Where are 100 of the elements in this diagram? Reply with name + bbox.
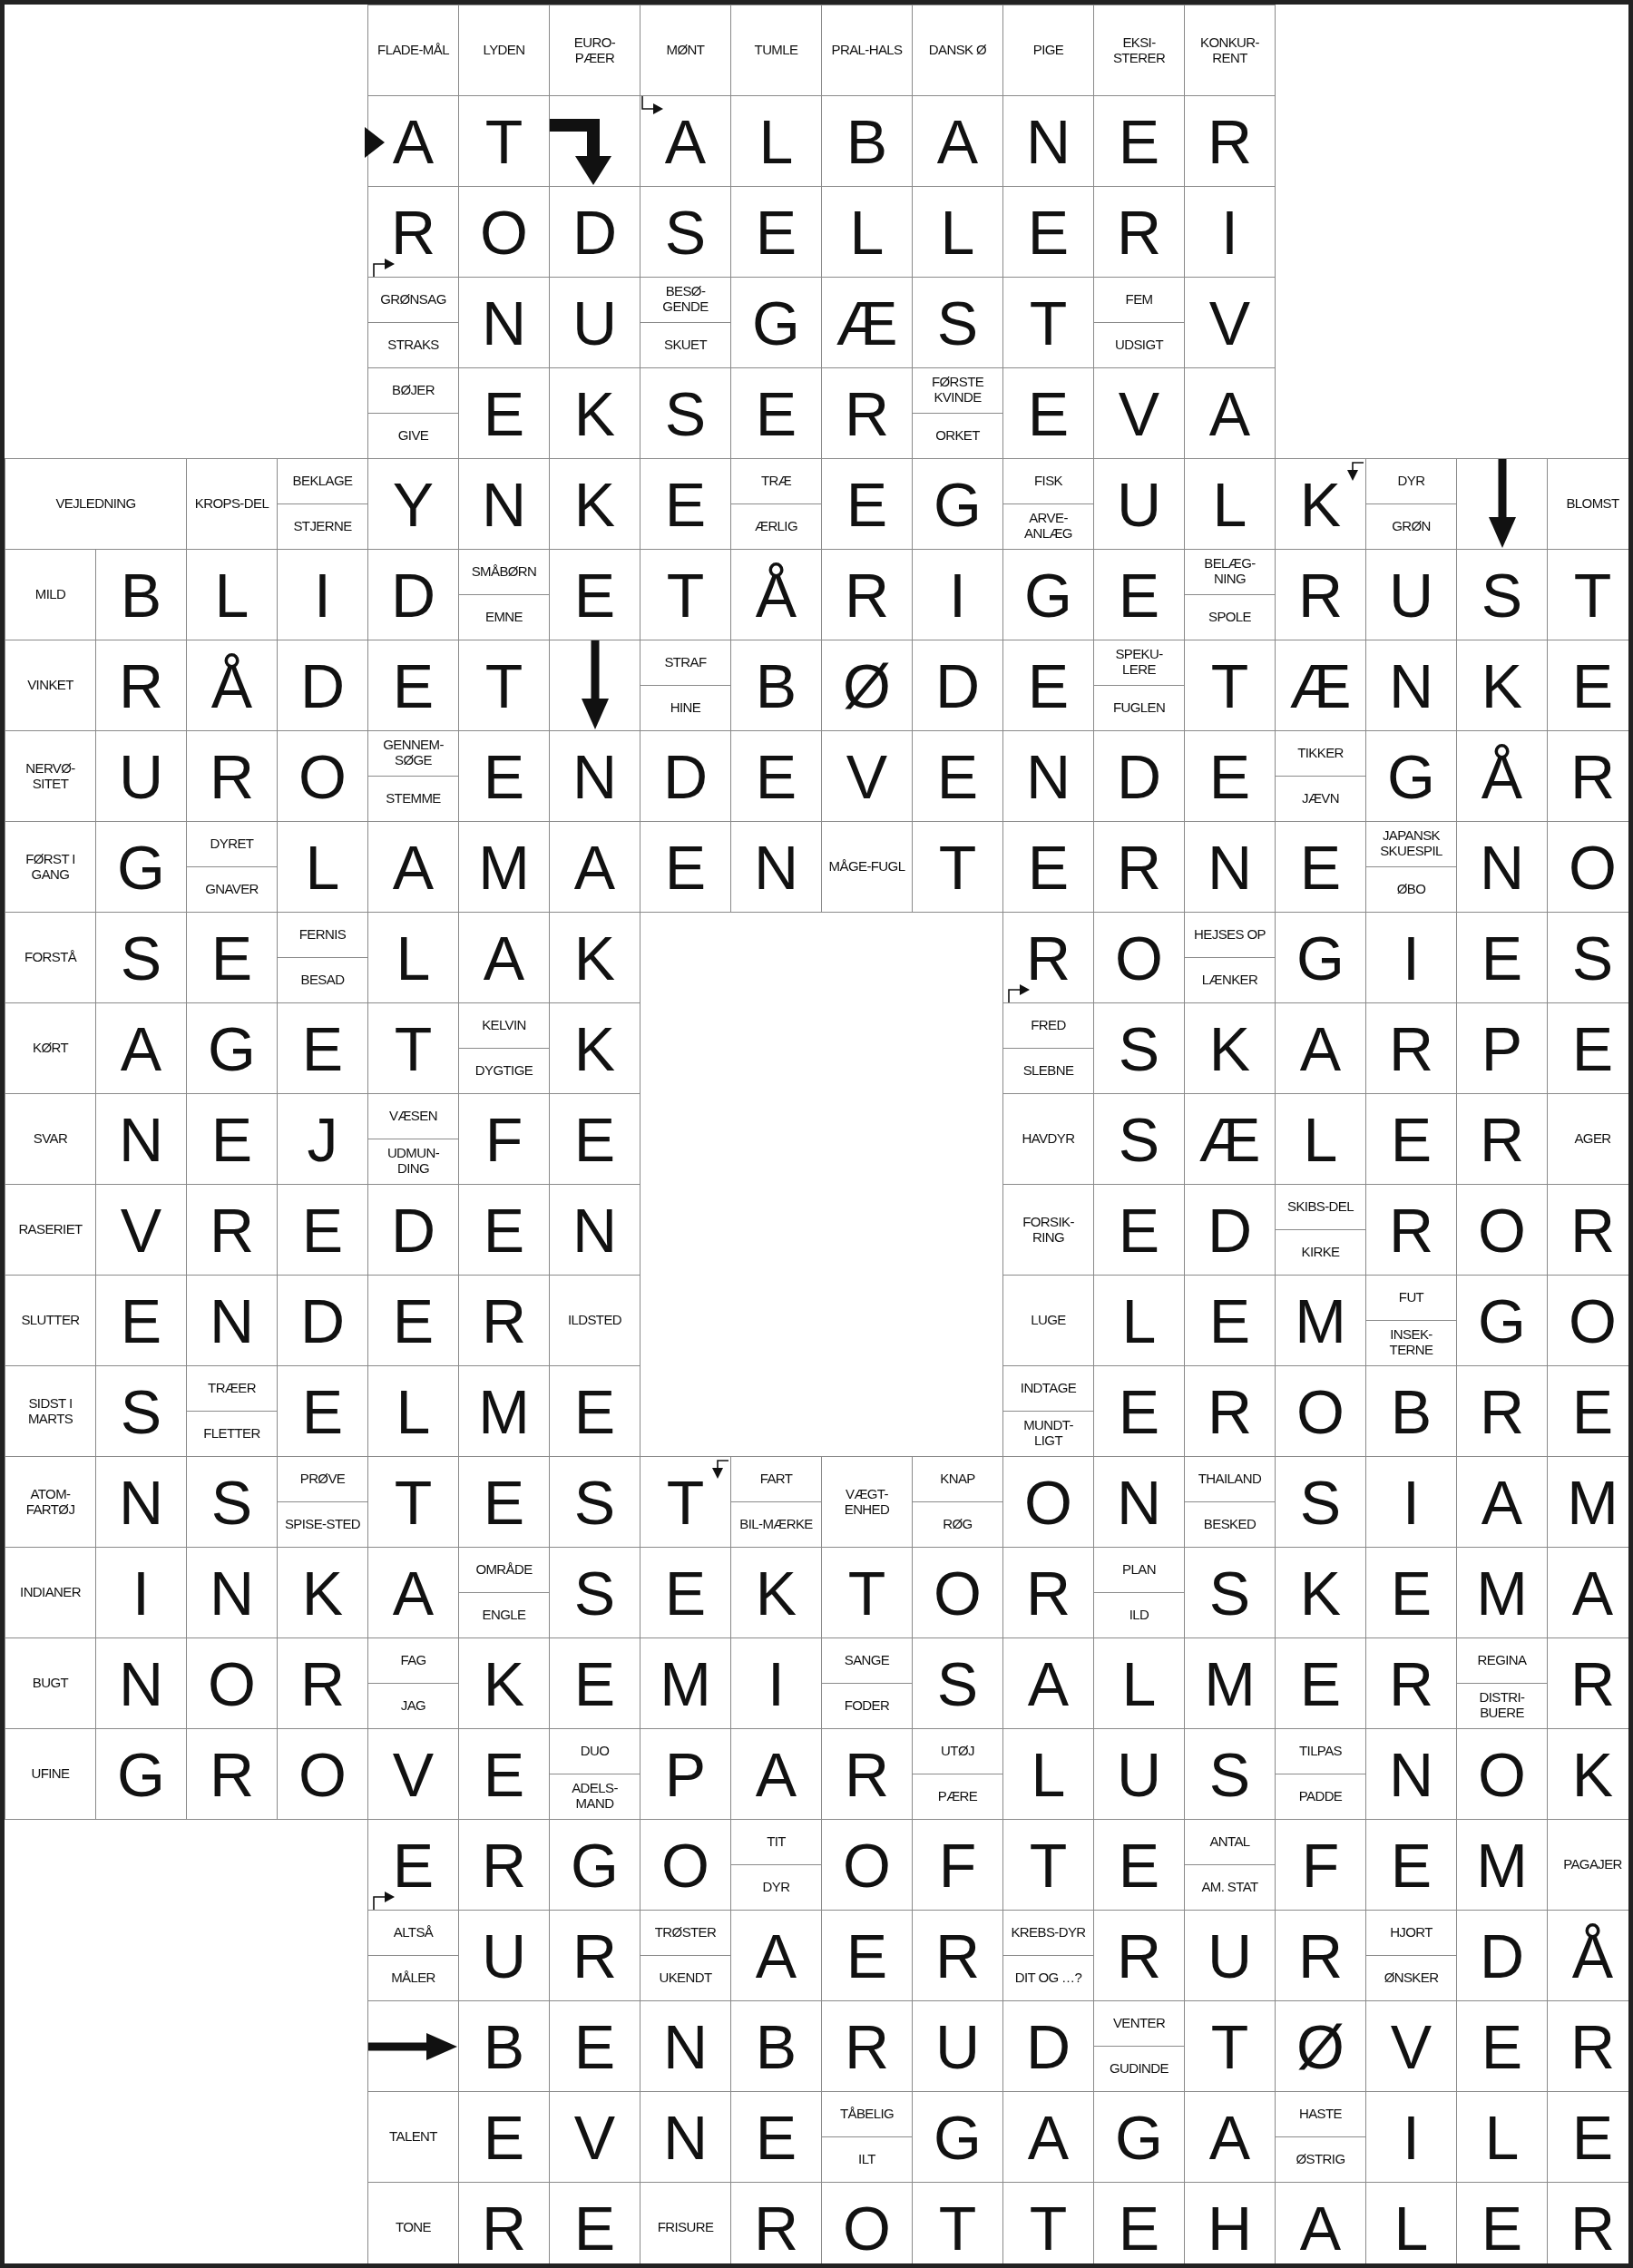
answer-letter: E [301, 1380, 344, 1442]
answer-letter: E [483, 1743, 525, 1805]
answer-letter: E [392, 1289, 435, 1352]
answer-letter: A [664, 110, 707, 172]
answer-letter: E [1571, 1017, 1614, 1080]
answer-letter: F [1301, 1833, 1340, 1896]
answer-letter: E [755, 2106, 797, 2168]
answer-letter: R [844, 1743, 890, 1805]
answer-letter: E [483, 382, 525, 445]
answer-letter: G [934, 2106, 982, 2168]
answer-letter: Å [1571, 1924, 1614, 1987]
answer-letter: G [934, 473, 982, 535]
answer-letter: E [483, 1198, 525, 1261]
answer-letter: K [573, 473, 616, 535]
clue-text: LYDEN [482, 43, 526, 58]
clue-text: NERVØ-SITET [24, 760, 76, 792]
answer-letter: L [940, 200, 975, 263]
clue-text: PIGE [1032, 43, 1065, 58]
answer-letter: N [1388, 1743, 1434, 1805]
answer-letter: E [483, 745, 525, 807]
answer-letter: N [1207, 836, 1253, 898]
answer-letter: A [755, 1924, 797, 1987]
answer-letter: D [662, 745, 709, 807]
clue-text: ADELS-MAND [571, 1779, 619, 1813]
answer-letter: K [1208, 1017, 1251, 1080]
answer-letter: E [573, 1380, 616, 1442]
answer-letter: E [210, 926, 253, 989]
answer-letter: M [1476, 1561, 1528, 1624]
clue-text: KØRT [32, 1041, 70, 1056]
answer-letter: Æ [836, 291, 898, 354]
answer-letter: O [661, 1833, 709, 1896]
answer-letter: N [118, 1471, 164, 1533]
answer-letter: R [844, 382, 890, 445]
clue-text: DANSK Ø [927, 43, 988, 58]
clue-text: BIL-MÆRKE [738, 1514, 814, 1533]
answer-letter: B [755, 654, 797, 717]
answer-letter: G [117, 1743, 165, 1805]
answer-letter: T [394, 1017, 433, 1080]
answer-letter: E [755, 382, 797, 445]
answer-letter: L [1303, 1108, 1338, 1170]
answer-letter: E [573, 1108, 616, 1170]
answer-letter: R [1116, 836, 1162, 898]
answer-letter: I [1403, 926, 1420, 989]
clue-text: PRAL-HALS [830, 43, 904, 58]
answer-letter: E [1390, 1833, 1433, 1896]
answer-letter: E [1118, 1198, 1160, 1261]
clue-text: FORSIK-RING [1022, 1214, 1075, 1246]
answer-letter: L [305, 836, 340, 898]
answer-letter: O [298, 745, 347, 807]
answer-letter: E [1027, 382, 1070, 445]
answer-letter: O [298, 1743, 347, 1805]
answer-letter: E [1027, 654, 1070, 717]
answer-letter: N [209, 1289, 255, 1352]
clue-text: UFINE [30, 1766, 71, 1782]
answer-letter: E [301, 1017, 344, 1080]
answer-letter: E [1208, 1289, 1251, 1352]
answer-letter: L [849, 200, 885, 263]
answer-letter: D [1207, 1198, 1253, 1261]
answer-letter: E [1299, 1652, 1342, 1715]
answer-letter: T [484, 110, 523, 172]
answer-letter: E [573, 563, 616, 626]
answer-letter: T [1210, 654, 1249, 717]
answer-letter: U [572, 291, 618, 354]
answer-letter: U [1116, 473, 1162, 535]
clue-text: ATOM-FARTØJ [24, 1486, 76, 1518]
answer-letter: G [208, 1017, 256, 1080]
clue-text: AGER [1573, 1131, 1612, 1147]
clue-text: SLEBNE [1022, 1061, 1075, 1080]
clue-text: KROPS-DEL [193, 496, 270, 512]
clue-text: EURO-PÆER [572, 34, 617, 66]
answer-letter: R [481, 1289, 527, 1352]
answer-letter: T [938, 2196, 977, 2259]
answer-letter: U [1116, 1743, 1162, 1805]
answer-letter: S [1299, 1471, 1342, 1533]
answer-letter: L [1121, 1652, 1157, 1715]
answer-letter: U [1207, 1924, 1253, 1987]
answer-letter: D [299, 1289, 346, 1352]
answer-letter: R [209, 1743, 255, 1805]
answer-letter: E [210, 1108, 253, 1170]
answer-letter: A [1299, 2196, 1342, 2259]
answer-letter: R [481, 2196, 527, 2259]
answer-letter: E [1571, 1380, 1614, 1442]
answer-letter: E [1027, 200, 1070, 263]
answer-letter: B [483, 2015, 525, 2077]
clue-text: AM. STAT [1200, 1877, 1259, 1896]
answer-letter: O [1478, 1743, 1526, 1805]
answer-letter: G [1478, 1289, 1526, 1352]
answer-letter: I [314, 563, 331, 626]
answer-letter: A [1571, 1561, 1614, 1624]
answer-letter: R [1569, 2196, 1616, 2259]
answer-letter: A [755, 1743, 797, 1805]
answer-letter: N [753, 836, 799, 898]
clue-text: BESAD [299, 970, 346, 989]
answer-letter: T [394, 1471, 433, 1533]
answer-letter: R [1116, 1924, 1162, 1987]
answer-letter: G [117, 836, 165, 898]
answer-letter: L [1484, 2106, 1520, 2168]
answer-letter: O [843, 1833, 891, 1896]
answer-letter: Å [755, 563, 797, 626]
answer-letter: E [1571, 2106, 1614, 2168]
